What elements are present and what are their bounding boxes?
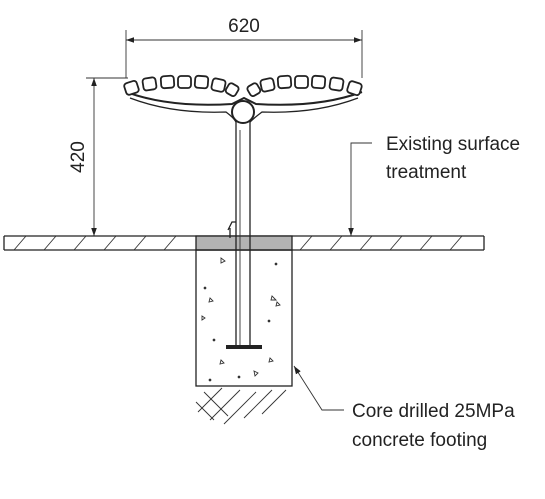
base-plate — [226, 345, 262, 349]
width-dimension-label: 620 — [228, 16, 260, 37]
surface-note-line1: Existing surface — [386, 134, 520, 155]
footing-leader: Core drilled 25MPa concrete footing — [293, 365, 515, 451]
support-hub — [231, 100, 255, 124]
height-dimension-label: 420 — [68, 141, 89, 173]
bench-post — [226, 120, 262, 349]
height-dimension: 420 — [68, 77, 128, 236]
surface-treatment-band — [195, 235, 293, 251]
footing-note-line2: concrete footing — [352, 430, 487, 451]
surface-note-line2: treatment — [386, 162, 467, 183]
right-slats — [246, 74, 363, 97]
ground-hatching — [13, 235, 463, 251]
left-slats — [123, 74, 240, 97]
subgrade-hatching — [195, 387, 287, 425]
width-dimension: 620 — [125, 16, 363, 78]
concrete-aggregate — [201, 257, 281, 382]
surface-treatment-leader: Existing surface treatment — [348, 134, 520, 236]
footing-note-line1: Core drilled 25MPa — [352, 401, 515, 422]
bench-seat — [123, 74, 363, 124]
concrete-footing — [195, 235, 293, 425]
